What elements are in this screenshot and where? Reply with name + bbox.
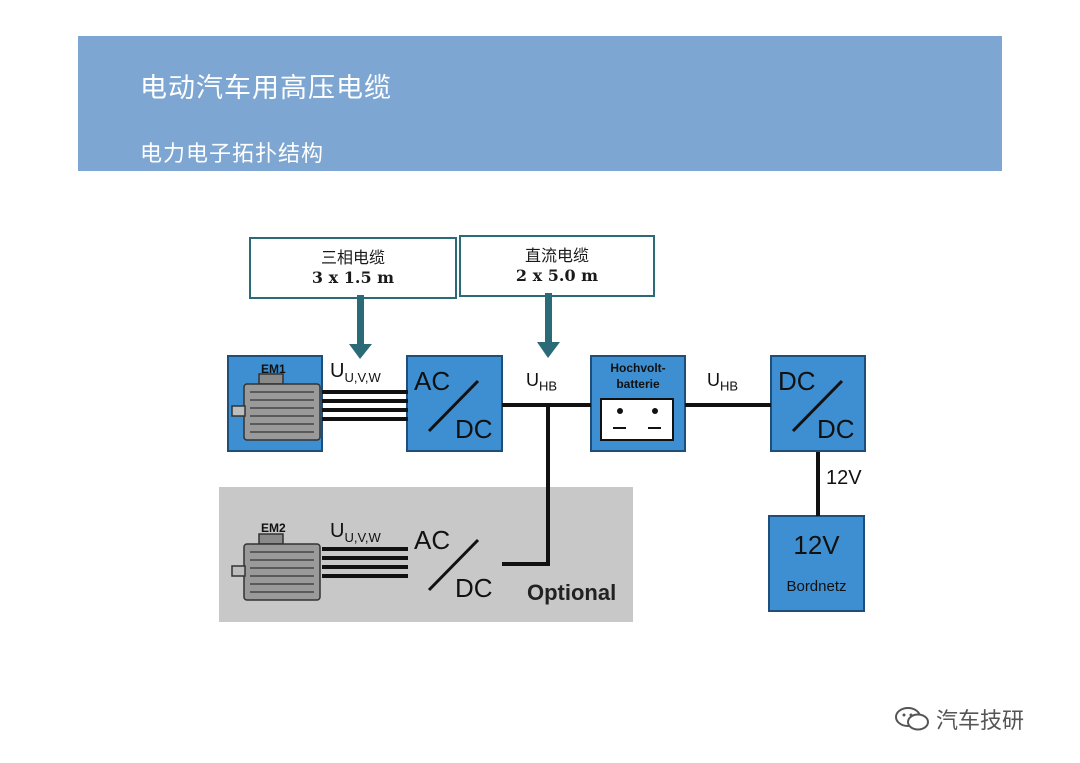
three-phase-cable-callout: 三相电缆 3 x 1.5 m <box>249 237 457 299</box>
page-subtitle: 电力电子拓扑结构 <box>140 142 325 167</box>
dc-dc-bottom-label: DC <box>817 414 855 444</box>
dc-cable-spec: 2 x 5.0 m <box>515 266 599 285</box>
bordnetz-voltage: 12V <box>793 530 840 560</box>
em1-voltage-label: UU,V,W <box>330 360 381 385</box>
em2-phase-lines <box>322 547 408 578</box>
dc-cable-callout: 直流电缆 2 x 5.0 m <box>459 235 655 297</box>
optional-label: Optional <box>527 580 617 605</box>
page-title: 电动汽车用高压电缆 <box>140 73 392 104</box>
ac-dc-1-dc-label: DC <box>455 414 493 444</box>
ac-dc-2-slash <box>427 538 480 592</box>
three-phase-cable-title: 三相电缆 <box>320 248 385 267</box>
dc-cable-arrow <box>537 293 560 358</box>
em2-voltage-label: UU,V,W <box>330 520 381 545</box>
motor-em2-label: EM2 <box>261 521 286 535</box>
em2-voltage-main: U <box>330 520 345 542</box>
watermark: 汽车技研 <box>894 703 1024 735</box>
bordnetz-label: Bordnetz <box>786 578 847 595</box>
watermark-text: 汽车技研 <box>936 709 1025 734</box>
hb-left-sub: HB <box>539 378 558 394</box>
hb-voltage-label-left: UHB <box>526 370 557 394</box>
motor-em1-label: EM1 <box>261 362 286 376</box>
hb-right-sub: HB <box>720 378 739 394</box>
dc-cable-title: 直流电缆 <box>524 246 589 265</box>
dc-dc-slash <box>791 379 844 433</box>
em1-phase-lines <box>322 390 408 421</box>
ac-dc-2-dc-label: DC <box>455 573 493 603</box>
12v-line-label: 12V <box>826 467 862 489</box>
em2-voltage-sub: U,V,W <box>344 530 381 545</box>
hv-dc-bus <box>502 403 771 566</box>
battery-symbol <box>600 398 674 441</box>
wechat-icon <box>895 707 929 731</box>
hb-voltage-label-right: UHB <box>707 370 738 394</box>
ac-dc-2-ac-label: AC <box>414 525 451 555</box>
three-phase-cable-spec: 3 x 1.5 m <box>311 268 395 287</box>
motor-1-drawing <box>231 373 321 441</box>
hb-right-main: U <box>707 370 720 390</box>
em1-voltage-main: U <box>330 360 345 382</box>
ac-dc-1-slash <box>427 379 480 433</box>
three-phase-arrow <box>349 295 372 359</box>
battery-label-line2: batterie <box>616 377 660 391</box>
motor-2-drawing <box>231 533 321 601</box>
header-banner: 电动汽车用高压电缆 电力电子拓扑结构 <box>78 36 1002 171</box>
em1-voltage-sub: U,V,W <box>344 370 381 385</box>
hb-left-main: U <box>526 370 539 390</box>
battery-label-line1: Hochvolt- <box>610 361 666 375</box>
dc-dc-top-label: DC <box>778 366 816 396</box>
ac-dc-1-ac-label: AC <box>414 366 451 396</box>
